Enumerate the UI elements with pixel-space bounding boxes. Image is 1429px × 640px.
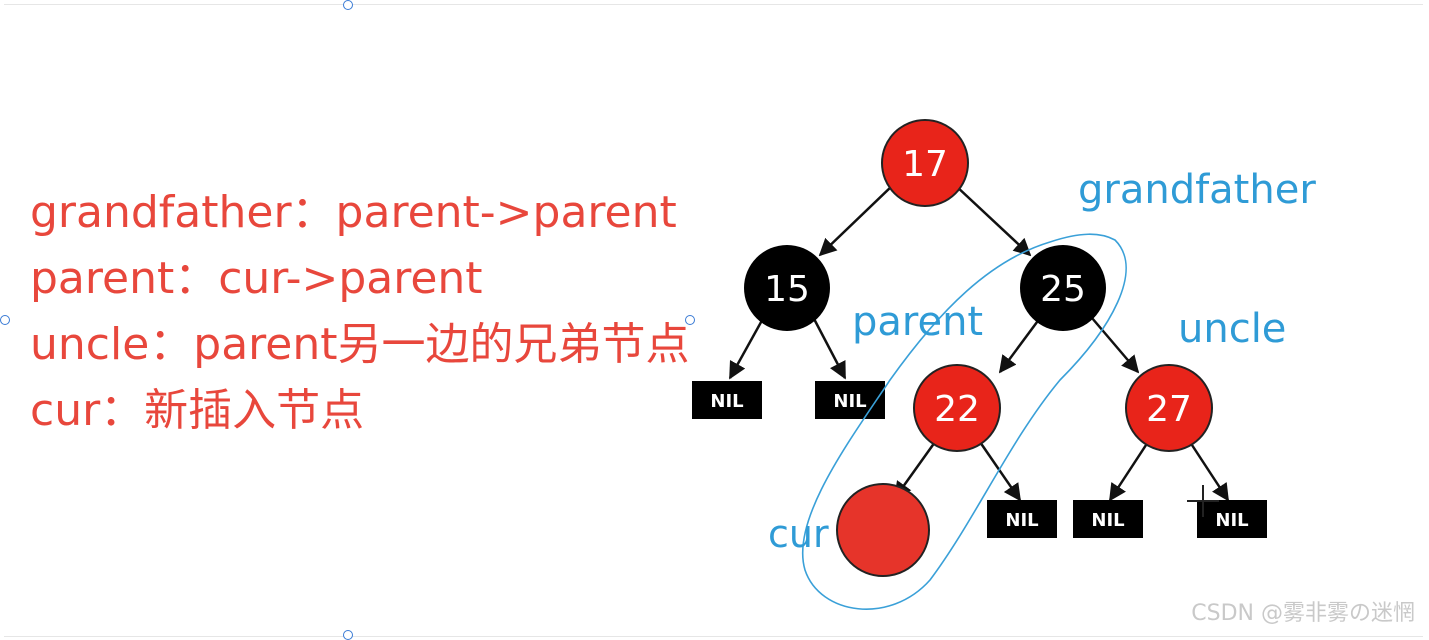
nil-leaf-3: NIL (987, 500, 1057, 538)
definition-grandfather: grandfather：parent->parent (30, 187, 677, 238)
resize-handle-right[interactable] (685, 315, 695, 325)
svg-text:NIL: NIL (710, 391, 743, 412)
nil-leaf-5: NIL (1197, 500, 1267, 538)
label-uncle: uncle (1178, 306, 1286, 352)
node-15: 15 (744, 245, 830, 331)
resize-handle-left[interactable] (0, 315, 10, 325)
definition-list: grandfather：parent->parent parent：cur->p… (30, 180, 689, 444)
nil-leaf-2: NIL (815, 381, 885, 419)
svg-text:NIL: NIL (1005, 510, 1038, 531)
edge-15-nil-right (810, 314, 847, 380)
edge-15-nil-left (728, 314, 767, 380)
edge-22-nil (978, 441, 1022, 502)
edge-17-25 (954, 184, 1032, 257)
definition-parent: parent：cur->parent (30, 253, 483, 304)
canvas-frame (4, 4, 1423, 637)
node-15-label: 15 (764, 269, 810, 310)
node-cur (836, 483, 930, 577)
nil-leaf-4: NIL (1073, 500, 1143, 538)
edge-17-15 (818, 184, 894, 257)
svg-text:NIL: NIL (1091, 510, 1124, 531)
node-27-label: 27 (1146, 389, 1192, 430)
node-22-label: 22 (934, 389, 980, 430)
node-22: 22 (913, 364, 1001, 452)
label-cur: cur (768, 512, 829, 556)
node-17-label: 17 (902, 144, 948, 185)
crosshair-cursor-icon (1187, 485, 1219, 517)
node-27: 27 (1125, 364, 1213, 452)
edge-27-nil-right (1188, 441, 1230, 502)
node-25-label: 25 (1040, 269, 1086, 310)
highlight-loop (801, 233, 1127, 610)
resize-handle-top[interactable] (343, 0, 353, 10)
svg-text:NIL: NIL (833, 391, 866, 412)
svg-text:NIL: NIL (1215, 510, 1248, 531)
definition-cur: cur：新插入节点 (30, 385, 365, 436)
nil-leaf-1: NIL (692, 381, 762, 419)
edge-25-27 (1091, 317, 1140, 374)
label-parent: parent (852, 299, 983, 345)
node-17: 17 (881, 119, 969, 207)
watermark: CSDN @雾非雾の迷惘 (1191, 601, 1415, 626)
definition-uncle: uncle：parent另一边的兄弟节点 (30, 319, 690, 370)
edge-27-nil-left (1108, 441, 1150, 502)
label-grandfather: grandfather (1078, 167, 1316, 213)
node-25: 25 (1020, 245, 1106, 331)
edge-25-22 (998, 317, 1042, 374)
